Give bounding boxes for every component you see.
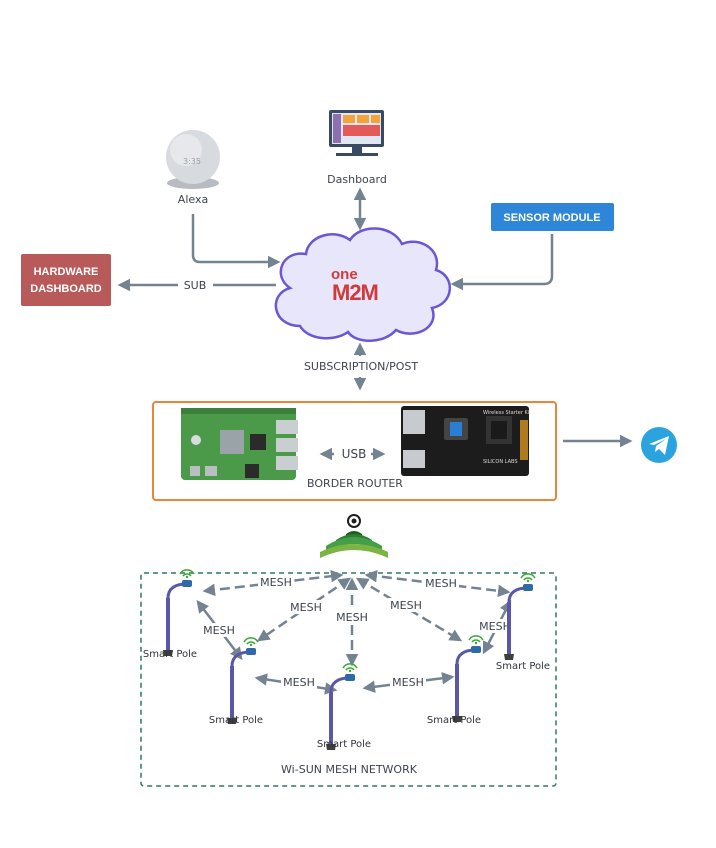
monitor-dashboard-icon	[329, 110, 384, 156]
smart-pole-icon	[502, 572, 537, 662]
smart-pole-label-2: Smart Pole	[209, 715, 263, 726]
onem2m-logo-top: one	[331, 266, 358, 283]
alexa-to-cloud-arrow	[191, 214, 281, 269]
smart-pole-label-5: Smart Pole	[496, 661, 550, 672]
board-tag-top: Wireless Starter Kit	[483, 410, 531, 416]
sensor-module-label: SENSOR MODULE	[503, 212, 600, 224]
mesh-label-3: MESH	[290, 601, 322, 614]
mesh-label-9: MESH	[392, 676, 424, 689]
sub-edge-label: SUB	[184, 279, 207, 292]
dashboard-label: Dashboard	[327, 173, 387, 186]
wireless-signal-icon	[320, 514, 388, 558]
onem2m-cloud: one M2M	[274, 227, 452, 342]
hardware-dashboard-button[interactable]: HARDWARE DASHBOARD	[21, 254, 111, 306]
telegram-icon[interactable]	[641, 427, 677, 463]
alexa-display-text: 3:35	[183, 157, 201, 166]
subscription-post-label: SUBSCRIPTION/POST	[304, 360, 418, 373]
mesh-label-8: MESH	[283, 676, 315, 689]
connectors	[117, 187, 633, 461]
hardware-dashboard-label-line2: DASHBOARD	[30, 283, 102, 295]
smart-pole-icon	[450, 634, 485, 724]
mesh-label-7: MESH	[479, 620, 511, 633]
mesh-labels: MESH MESH MESH MESH MESH MESH MESH MESH …	[201, 575, 513, 689]
mesh-label-2: MESH	[425, 577, 457, 590]
border-router-label: BORDER ROUTER	[307, 477, 403, 490]
wisun-network-box	[140, 572, 557, 787]
mesh-label-5: MESH	[336, 611, 368, 624]
smart-pole-icon	[225, 636, 260, 726]
hardware-dashboard-label-line1: HARDWARE	[34, 266, 99, 278]
usb-label: USB	[342, 447, 367, 461]
mesh-label-6: MESH	[203, 624, 235, 637]
smart-pole-label-3: Smart Pole	[317, 739, 371, 750]
border-router-box	[152, 401, 557, 501]
wisun-network-label: Wi-SUN MESH NETWORK	[281, 763, 418, 776]
silicon-labs-board-icon: Wireless Starter Kit SILICON LABS	[401, 406, 531, 476]
mesh-label-4: MESH	[390, 599, 422, 612]
alexa-label: Alexa	[178, 193, 208, 206]
sensor-module-button[interactable]: SENSOR MODULE	[491, 203, 614, 231]
sensor-to-cloud-arrow	[450, 234, 554, 291]
smart-pole-label-1: Smart Pole	[143, 649, 197, 660]
raspberry-pi-board-icon	[181, 408, 298, 480]
onem2m-logo-bottom: M2M	[332, 280, 378, 305]
smart-pole-icon	[161, 568, 196, 658]
mesh-label-1: MESH	[260, 576, 292, 589]
board-tag-logo: SILICON LABS	[483, 459, 518, 465]
smart-pole-label-4: Smart Pole	[427, 715, 481, 726]
smart-pole-icon	[324, 662, 359, 752]
echo-dot-icon: 3:35	[166, 130, 220, 189]
